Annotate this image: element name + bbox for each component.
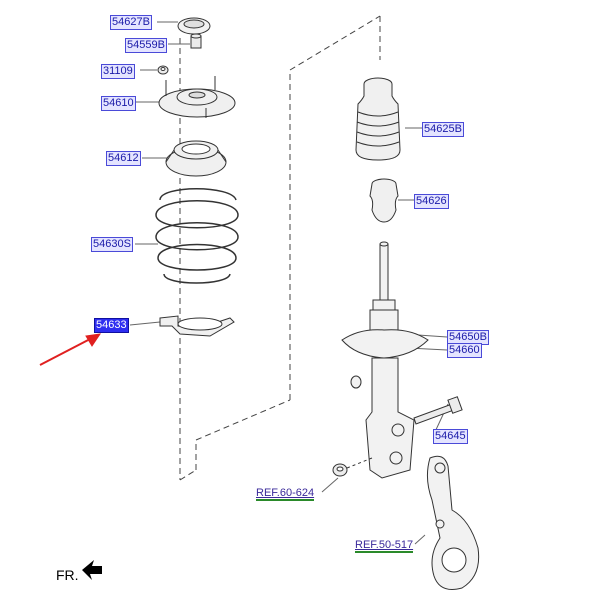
leader-lines [129,21,449,545]
part-54625b-dust-boot [355,77,401,161]
part-54633-spring-pad [159,315,235,337]
part-54612-spring-seat [165,140,227,177]
part-lower-nut [332,457,373,477]
part-label-54645[interactable]: 54645 [433,429,468,444]
part-steering-knuckle [426,455,480,590]
front-direction-label: FR. [56,567,79,583]
part-54626-bump-stop [369,178,399,223]
part-label-54559b[interactable]: 54559B [125,38,167,53]
part-54630s-coil-spring [155,188,239,284]
part-54645-bolt [413,396,463,425]
part-54559b-nut [190,33,202,49]
assembly-dashed-outline [179,15,381,481]
part-label-54625b[interactable]: 54625B [422,122,464,137]
part-label-54633[interactable]: 54633 [94,318,129,333]
part-label-31109[interactable]: 31109 [101,64,135,79]
part-label-54627b[interactable]: 54627B [110,15,152,30]
reference-link-50-517[interactable]: REF.50-517 [355,539,414,553]
part-label-54660[interactable]: 54660 [447,343,482,358]
part-label-54612[interactable]: 54612 [106,151,141,166]
part-54627b-cap [177,17,211,35]
part-label-54610[interactable]: 54610 [101,96,136,111]
front-direction-arrow-icon [82,560,102,580]
highlight-arrow [39,333,102,366]
part-label-54626[interactable]: 54626 [414,194,449,209]
part-label-54630s[interactable]: 54630S [91,237,133,252]
part-54610-strut-mount [158,76,236,118]
part-31109-nut [157,65,169,75]
part-54650b-strut-assembly [341,241,429,479]
reference-link-60-624[interactable]: REF.60-624 [256,487,315,501]
